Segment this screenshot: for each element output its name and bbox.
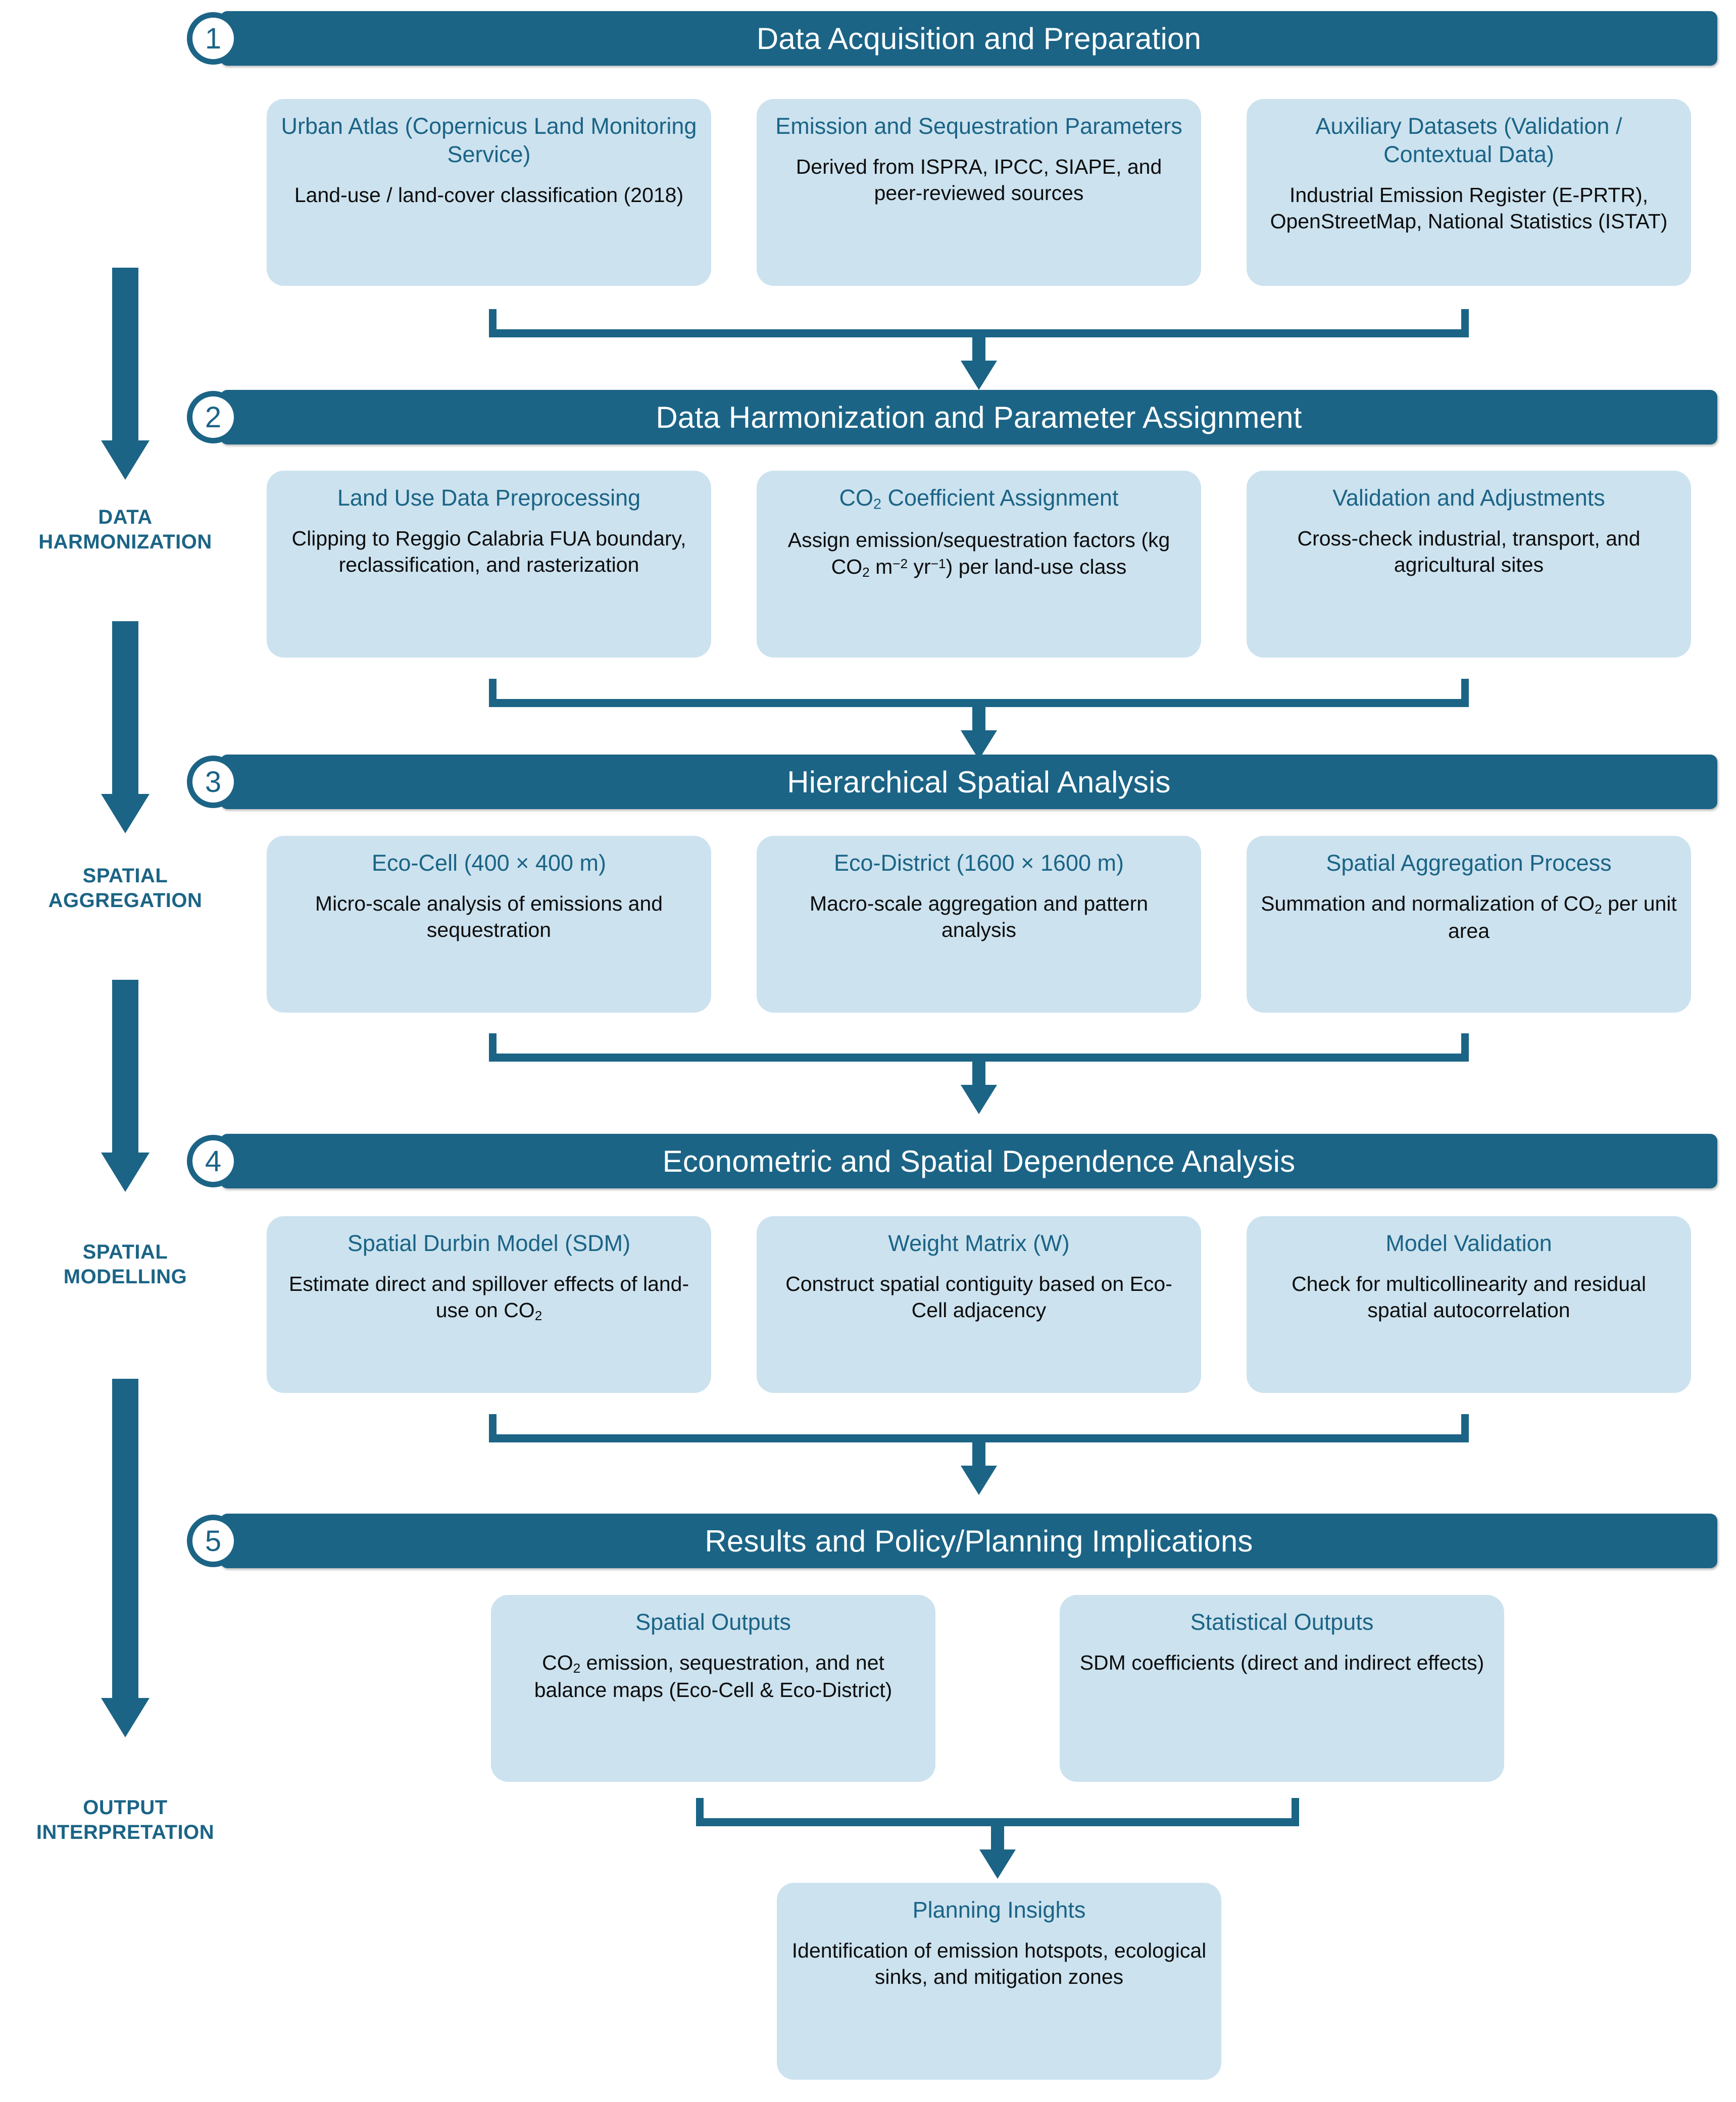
rail-arrow-1	[101, 268, 150, 480]
stage-title-bar-5: Results and Policy/Planning Implications	[220, 1514, 1717, 1568]
card-emission-sequestration-parameters: Emission and Sequestration Parameters De…	[757, 99, 1201, 286]
card-statistical-outputs: Statistical Outputs SDM coefficients (di…	[1060, 1595, 1504, 1782]
card-eco-cell: Eco-Cell (400 × 400 m) Micro-scale analy…	[267, 836, 711, 1013]
rail-arrow-2	[101, 621, 150, 833]
card-title: Spatial Durbin Model (SDM)	[347, 1230, 631, 1256]
bracket-arrow-head	[961, 1466, 997, 1495]
bracket-arrow-head	[961, 361, 997, 390]
rail-label-line2: INTERPRETATION	[36, 1821, 215, 1843]
bracket-connector-1	[489, 309, 1469, 390]
card-spatial-outputs: Spatial Outputs CO2 emission, sequestrat…	[491, 1595, 935, 1782]
card-title: CO2 Coefficient Assignment	[839, 485, 1119, 513]
card-body: Cross-check industrial, transport, and a…	[1297, 526, 1641, 577]
card-title: Spatial Outputs	[635, 1609, 791, 1635]
card-auxiliary-datasets: Auxiliary Datasets (Validation / Context…	[1247, 99, 1691, 286]
stage-title-1: Data Acquisition and Preparation	[756, 21, 1202, 56]
rail-label-output-interpretation: OUTPUT INTERPRETATION	[24, 1795, 226, 1845]
card-title: Land Use Data Preprocessing	[337, 485, 641, 511]
card-title: Spatial Aggregation Process	[1326, 850, 1612, 876]
card-body: CO2 emission, sequestration, and net bal…	[534, 1650, 892, 1702]
rail-arrow-4	[101, 1379, 150, 1737]
card-body: Check for multicollinearity and residual…	[1292, 1272, 1646, 1322]
card-body: Land-use / land-cover classification (20…	[294, 183, 684, 207]
card-title: Model Validation	[1385, 1230, 1552, 1256]
stage-header-5: 5 Results and Policy/Planning Implicatio…	[187, 1514, 1717, 1568]
rail-label-line1: OUTPUT	[83, 1796, 168, 1819]
stage-title-bar-2: Data Harmonization and Parameter Assignm…	[220, 390, 1717, 444]
stage-header-1: 1 Data Acquisition and Preparation	[187, 11, 1717, 66]
stage-number-badge-5: 5	[187, 1515, 239, 1567]
stage-title-bar-1: Data Acquisition and Preparation	[220, 11, 1717, 66]
card-co2-coefficient-assignment: CO2 Coefficient Assignment Assign emissi…	[757, 471, 1201, 658]
card-title: Eco-Cell (400 × 400 m)	[372, 850, 606, 876]
card-body: Derived from ISPRA, IPCC, SIAPE, and pee…	[796, 155, 1162, 205]
bracket-connector-5	[696, 1798, 1299, 1879]
stage-header-2: 2 Data Harmonization and Parameter Assig…	[187, 390, 1717, 444]
rail-label-line1: SPATIAL	[82, 1241, 168, 1263]
card-body: Clipping to Reggio Calabria FUA boundary…	[291, 526, 686, 577]
stage-header-3: 3 Hierarchical Spatial Analysis	[187, 755, 1717, 809]
rail-label-line1: SPATIAL	[82, 865, 168, 887]
card-title: Urban Atlas (Copernicus Land Monitoring …	[281, 113, 697, 167]
rail-label-line2: HARMONIZATION	[38, 530, 212, 553]
rail-label-spatial-modelling: SPATIAL MODELLING	[24, 1240, 226, 1289]
card-title: Statistical Outputs	[1190, 1609, 1374, 1635]
card-land-use-preprocessing: Land Use Data Preprocessing Clipping to …	[267, 471, 711, 658]
stage-title-bar-3: Hierarchical Spatial Analysis	[220, 755, 1717, 809]
bracket-arrow-head	[979, 1849, 1016, 1879]
bracket-connector-3	[489, 1033, 1469, 1114]
card-body: Construct spatial contiguity based on Ec…	[785, 1272, 1172, 1322]
card-body: Summation and normalization of CO2 per u…	[1261, 891, 1677, 943]
card-body: Identification of emission hotspots, eco…	[791, 1938, 1207, 1989]
card-model-validation: Model Validation Check for multicollinea…	[1247, 1216, 1691, 1393]
card-title: Weight Matrix (W)	[888, 1230, 1070, 1256]
card-eco-district: Eco-District (1600 × 1600 m) Macro-scale…	[757, 836, 1201, 1013]
card-title: Planning Insights	[912, 1897, 1086, 1923]
card-validation-adjustments: Validation and Adjustments Cross-check i…	[1247, 471, 1691, 658]
card-body: SDM coefficients (direct and indirect ef…	[1079, 1650, 1484, 1674]
stage-title-3: Hierarchical Spatial Analysis	[787, 765, 1171, 799]
card-body: Industrial Emission Register (E-PRTR), O…	[1270, 183, 1668, 233]
rail-label-line2: MODELLING	[63, 1265, 187, 1288]
stage-title-bar-4: Econometric and Spatial Dependence Analy…	[220, 1134, 1717, 1188]
stage-number-badge-2: 2	[187, 391, 239, 443]
stage-number-badge-3: 3	[187, 756, 239, 808]
card-body: Micro-scale analysis of emissions and se…	[315, 891, 663, 942]
card-title: Validation and Adjustments	[1332, 485, 1605, 511]
card-title: Auxiliary Datasets (Validation / Context…	[1315, 113, 1622, 167]
card-weight-matrix: Weight Matrix (W) Construct spatial cont…	[757, 1216, 1201, 1393]
stage-progress-rail: DATA HARMONIZATION SPATIAL AGGREGATION S…	[0, 0, 253, 2102]
card-body: Estimate direct and spillover effects of…	[288, 1272, 689, 1324]
card-spatial-aggregation-process: Spatial Aggregation Process Summation an…	[1247, 836, 1691, 1013]
card-planning-insights: Planning Insights Identification of emis…	[777, 1883, 1221, 2080]
rail-arrow-3	[101, 980, 150, 1192]
stage-title-5: Results and Policy/Planning Implications	[705, 1524, 1253, 1558]
card-spatial-durbin-model: Spatial Durbin Model (SDM) Estimate dire…	[267, 1216, 711, 1393]
stage-number-badge-1: 1	[187, 12, 239, 65]
bracket-connector-4	[489, 1414, 1469, 1495]
bracket-connector-2	[489, 679, 1469, 760]
stage-title-2: Data Harmonization and Parameter Assignm…	[656, 400, 1302, 434]
stage-title-4: Econometric and Spatial Dependence Analy…	[662, 1144, 1296, 1178]
rail-label-line2: AGGREGATION	[48, 889, 203, 912]
card-title: Emission and Sequestration Parameters	[775, 113, 1182, 139]
rail-label-line1: DATA	[98, 506, 153, 528]
card-title: Eco-District (1600 × 1600 m)	[834, 850, 1124, 876]
rail-label-spatial-aggregation: SPATIAL AGGREGATION	[24, 864, 226, 913]
rail-label-data-harmonization: DATA HARMONIZATION	[24, 505, 226, 555]
bracket-arrow-head	[961, 1085, 997, 1114]
card-body: Macro-scale aggregation and pattern anal…	[809, 891, 1149, 942]
stage-number-badge-4: 4	[187, 1135, 239, 1187]
stage-header-4: 4 Econometric and Spatial Dependence Ana…	[187, 1134, 1717, 1188]
card-body: Assign emission/sequestration factors (k…	[787, 528, 1170, 580]
card-urban-atlas: Urban Atlas (Copernicus Land Monitoring …	[267, 99, 711, 286]
